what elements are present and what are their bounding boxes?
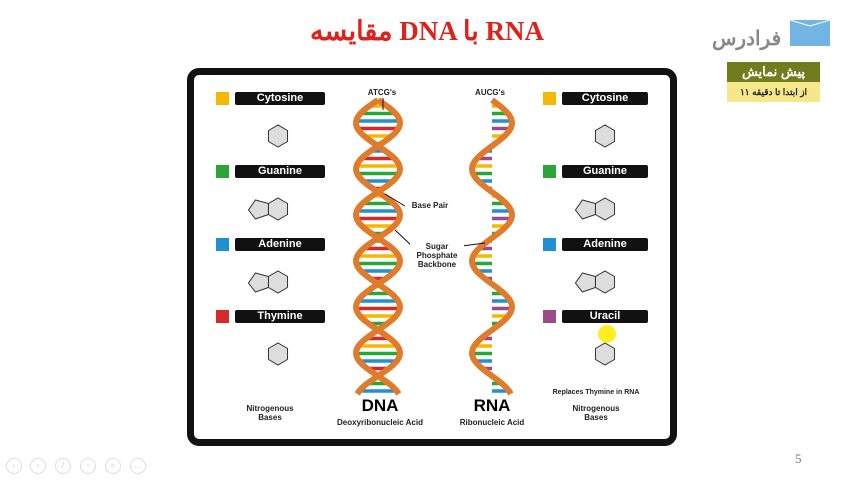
previous-button[interactable]: ‹ bbox=[6, 458, 22, 474]
rna-backbone-strand bbox=[468, 97, 516, 396]
dna-full: Deoxyribonucleic Acid bbox=[337, 418, 423, 427]
cytosine-label: Cytosine bbox=[562, 92, 648, 105]
rna-top-label: AUCG's bbox=[475, 88, 505, 97]
guanine-color-swatch bbox=[543, 165, 556, 178]
pointer-line bbox=[394, 229, 413, 247]
preview-title: پیش نمایش bbox=[727, 62, 820, 82]
pointer-line bbox=[461, 242, 486, 247]
guanine-structure-icon bbox=[574, 197, 616, 221]
dna-backbone-strand bbox=[352, 97, 404, 396]
cytosine-color-swatch bbox=[543, 92, 556, 105]
zoom-button[interactable]: ⌕ bbox=[105, 458, 121, 474]
faradars-logo: فرادرس bbox=[712, 16, 832, 56]
uracil-label: Uracil bbox=[562, 310, 648, 323]
book-icon bbox=[789, 19, 831, 46]
adenine-color-swatch bbox=[543, 238, 556, 251]
cytosine-structure-icon bbox=[594, 124, 616, 148]
slide-title: مقایسه DNA با RNA bbox=[310, 16, 544, 46]
page-number: 5 bbox=[795, 451, 802, 466]
cursor-highlight bbox=[598, 325, 616, 343]
pointer-line bbox=[384, 193, 406, 207]
preview-badge: پیش نمایش از ابتدا تا دقیقه ۱۱ bbox=[727, 62, 820, 102]
uracil-color-swatch bbox=[543, 310, 556, 323]
thymine-label: Thymine bbox=[235, 310, 325, 323]
adenine-color-swatch bbox=[216, 238, 229, 251]
dna-backbone-strand bbox=[352, 97, 404, 396]
cytosine-color-swatch bbox=[216, 92, 229, 105]
guanine-label: Guanine bbox=[235, 165, 325, 178]
rna-label: RNA bbox=[473, 396, 511, 415]
dna-label: DNA bbox=[361, 396, 399, 415]
backbone-label: Sugar Phosphate Backbone bbox=[410, 242, 464, 269]
replaces-note: Replaces Thymine in RNA bbox=[552, 389, 640, 396]
base-pair-label: Base Pair bbox=[405, 201, 455, 210]
adenine-structure-icon bbox=[574, 270, 616, 294]
guanine-color-swatch bbox=[216, 165, 229, 178]
guanine-structure-icon bbox=[247, 197, 289, 221]
rna-full: Ribonucleic Acid bbox=[459, 418, 525, 427]
guanine-label: Guanine bbox=[562, 165, 648, 178]
pen-button[interactable]: / bbox=[55, 458, 71, 474]
thymine-structure-icon bbox=[267, 342, 289, 366]
adenine-structure-icon bbox=[247, 270, 289, 294]
logo-text: فرادرس bbox=[712, 28, 782, 50]
preview-sub: از ابتدا تا دقیقه ۱۱ bbox=[727, 82, 820, 102]
adenine-label: Adenine bbox=[235, 238, 325, 251]
next-button[interactable]: › bbox=[30, 458, 46, 474]
thymine-color-swatch bbox=[216, 310, 229, 323]
more-button[interactable]: … bbox=[130, 458, 146, 474]
uracil-structure-icon bbox=[594, 342, 616, 366]
right-caption: Nitrogenous Bases bbox=[572, 404, 620, 422]
left-caption: Nitrogenous Bases bbox=[246, 404, 294, 422]
slides-button[interactable]: ▫ bbox=[80, 458, 96, 474]
cytosine-structure-icon bbox=[267, 124, 289, 148]
cytosine-label: Cytosine bbox=[235, 92, 325, 105]
dna-top-label: ATCG's bbox=[367, 88, 397, 97]
adenine-label: Adenine bbox=[562, 238, 648, 251]
